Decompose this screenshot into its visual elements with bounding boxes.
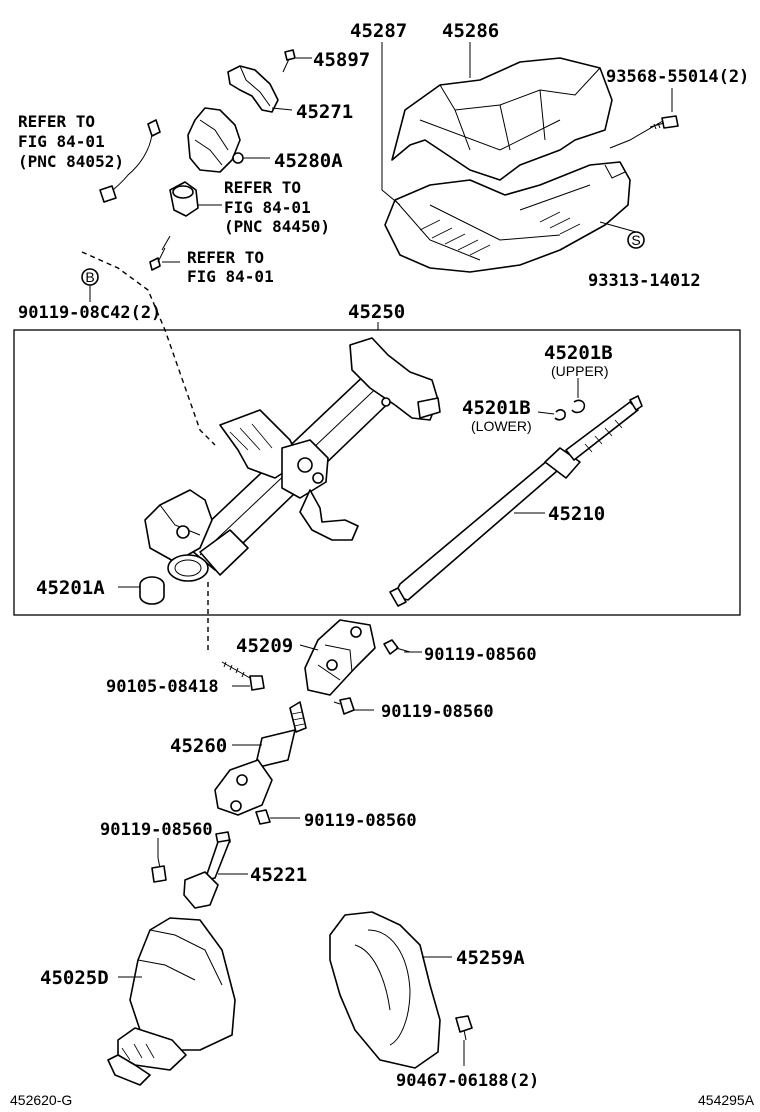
bolt-90105-08418 — [221, 661, 265, 691]
label-45271: 45271 — [296, 101, 353, 123]
bracket-45271 — [227, 65, 293, 113]
label-45201B-lower: 45201B — [462, 397, 531, 419]
bolt-90467-06188 — [455, 1015, 473, 1066]
refer1-line3: (PNC 84052) — [18, 152, 124, 171]
label-45210: 45210 — [548, 503, 605, 525]
refer3-line1: REFER TO — [187, 248, 264, 267]
refer-fig-84450: REFER TO FIG 84-01 (PNC 84450) — [224, 178, 330, 236]
refer-fig-84-01: REFER TO FIG 84-01 — [187, 248, 274, 286]
footer-left-code: 452620-G — [10, 1092, 72, 1108]
switch-housing-45280A — [187, 107, 270, 173]
key-cylinder-84450 — [169, 181, 222, 217]
label-93313-14012: 93313-14012 — [588, 271, 701, 291]
bushing-45201A — [118, 576, 165, 605]
label-lower: (LOWER) — [471, 418, 532, 434]
label-90105-08418: 90105-08418 — [106, 677, 219, 697]
label-upper: (UPPER) — [551, 363, 609, 379]
hole-cover-45259A — [329, 911, 452, 1069]
bolt-90119-08560-d — [151, 838, 167, 883]
refer-fig-84052: REFER TO FIG 84-01 (PNC 84052) — [18, 112, 124, 171]
marker-b-text: B — [85, 269, 94, 285]
dust-boot-45025D — [107, 917, 236, 1086]
refer1-line1: REFER TO — [18, 112, 95, 131]
column-cover-lower-45287 — [384, 161, 631, 273]
universal-joint-45209 — [299, 619, 376, 696]
label-45250: 45250 — [348, 301, 405, 323]
assembly-box-45250 — [13, 329, 741, 616]
screw-45897 — [282, 49, 312, 73]
label-90119-08C42: 90119-08C42(2) — [18, 303, 161, 323]
label-45201B-upper: 45201B — [544, 342, 613, 364]
steering-column-45250 — [144, 337, 441, 582]
label-93568-55014: 93568-55014(2) — [606, 67, 749, 87]
label-90467-06188: 90467-06188(2) — [396, 1071, 539, 1091]
label-90119-08560-d: 90119-08560 — [100, 820, 213, 840]
label-45897: 45897 — [313, 49, 370, 71]
label-45221: 45221 — [250, 864, 307, 886]
wire-harness-84052 — [99, 119, 161, 203]
sliding-yoke-45221 — [183, 831, 248, 909]
label-90119-08560-a: 90119-08560 — [424, 645, 537, 665]
label-45286: 45286 — [442, 20, 499, 42]
label-90119-08560-c: 90119-08560 — [304, 811, 417, 831]
label-90119-08560-b: 90119-08560 — [381, 702, 494, 722]
marker-s-text: S — [631, 232, 640, 248]
marker-b: B — [81, 268, 99, 286]
refer2-line2: FIG 84-01 — [224, 198, 311, 217]
bolt-90119-08560-c — [255, 809, 300, 825]
screw-refer-84-01 — [149, 235, 180, 271]
bolt-90119-08560-a — [383, 639, 422, 655]
clip-45201B-lower — [537, 409, 566, 421]
refer2-line1: REFER TO — [224, 178, 301, 197]
label-45280A: 45280A — [274, 150, 343, 172]
screw-93568-55014 — [649, 115, 679, 130]
marker-s: S — [627, 231, 645, 249]
footer-right-code: 454295A — [698, 1092, 755, 1108]
label-45260: 45260 — [170, 735, 227, 757]
label-45201A: 45201A — [36, 577, 105, 599]
label-45209: 45209 — [236, 635, 293, 657]
column-cover-upper-45286 — [391, 57, 613, 181]
label-45025D: 45025D — [40, 967, 109, 989]
intermediate-shaft-45260 — [214, 701, 307, 816]
label-45259A: 45259A — [456, 947, 525, 969]
clip-45201B-upper — [571, 378, 586, 414]
steering-shaft-45210 — [389, 395, 643, 607]
refer1-line2: FIG 84-01 — [18, 132, 105, 151]
refer3-line2: FIG 84-01 — [187, 267, 274, 286]
refer2-line3: (PNC 84450) — [224, 217, 330, 236]
label-45287: 45287 — [350, 20, 407, 42]
bolt-90119-08560-b — [333, 697, 374, 715]
